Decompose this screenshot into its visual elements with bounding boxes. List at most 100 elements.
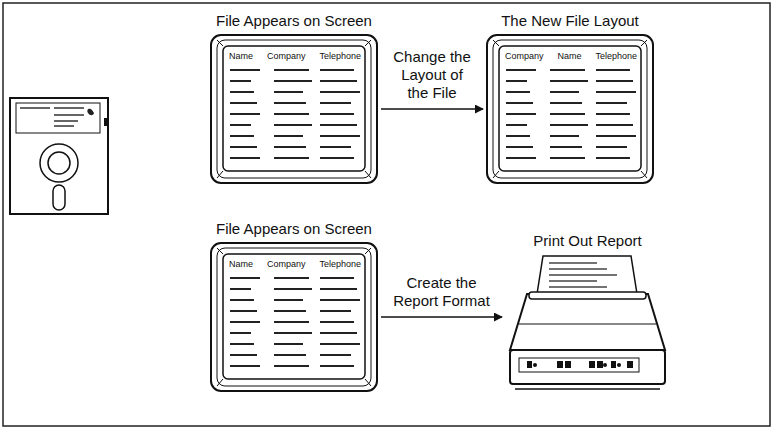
column-header: Telephone <box>319 259 361 270</box>
data-row-line <box>230 157 260 159</box>
data-row-line <box>596 113 630 115</box>
column-header: Name <box>229 51 253 62</box>
data-row-line <box>230 332 251 334</box>
bevel-corner <box>217 379 223 386</box>
shape-drawing <box>8 96 112 218</box>
data-row-line <box>274 321 309 323</box>
bevel-corner <box>217 40 223 46</box>
data-row-line <box>506 146 533 148</box>
bevel-corner <box>493 171 499 178</box>
edge-label: Create the Report Format <box>391 274 493 310</box>
panel-button <box>527 361 532 368</box>
data-row-line <box>320 102 351 104</box>
printer-top <box>510 294 665 350</box>
flow-arrow <box>381 316 502 318</box>
heading-row: The New File Layout <box>486 12 654 34</box>
bevel-corner <box>365 40 371 46</box>
data-row-line <box>320 113 354 115</box>
data-row-line <box>230 277 260 279</box>
data-row-line <box>320 124 357 126</box>
printer-platen <box>529 292 646 299</box>
heading-row: File Appears on Screen <box>210 220 378 242</box>
column-header: Telephone <box>319 51 361 62</box>
panel-light <box>603 363 607 367</box>
data-row-line <box>274 299 303 301</box>
data-row-line <box>550 69 585 71</box>
data-row-line <box>230 135 254 137</box>
heading-row: File Appears on Screen <box>210 12 378 34</box>
data-row-line <box>230 299 254 301</box>
printer-seam <box>519 324 656 325</box>
node-heading: File Appears on Screen <box>216 12 372 30</box>
data-row-line <box>506 157 536 159</box>
column-header: Telephone <box>595 51 637 62</box>
bevel-corner <box>365 379 371 386</box>
node-heading: Print Out Report <box>533 232 641 250</box>
data-row-line <box>596 124 633 126</box>
data-row-line <box>274 80 312 82</box>
node-heading: File Appears on Screen <box>216 220 372 238</box>
monitor-screen-node: The New File LayoutCompanyNameTelephone <box>486 12 654 184</box>
data-row-line <box>230 354 257 356</box>
data-row-line <box>550 157 585 159</box>
disk-hole <box>48 152 70 174</box>
data-row-line <box>320 354 351 356</box>
data-row-line <box>274 146 306 148</box>
shape-area: NameCompanyTelephone <box>210 242 378 392</box>
panel-button <box>557 361 563 368</box>
data-row-line <box>274 91 303 93</box>
monitor-bevel <box>493 40 647 178</box>
data-row-line <box>320 299 360 301</box>
bevel-corner <box>365 171 371 178</box>
data-row-line <box>320 365 354 367</box>
shape-area: CompanyNameTelephone <box>486 34 654 184</box>
data-row-line <box>596 157 630 159</box>
data-row-line <box>320 343 360 345</box>
disk-label <box>16 103 100 133</box>
data-row-line <box>320 321 354 323</box>
panel-light <box>533 363 537 367</box>
monitor-screen <box>223 254 365 379</box>
data-row-line <box>596 135 636 137</box>
bevel-corner <box>217 248 223 254</box>
disk-slot <box>53 185 65 210</box>
label-scribble <box>20 107 50 109</box>
column-header: Company <box>505 51 544 62</box>
monitor-screen <box>223 46 365 171</box>
flow-arrow <box>381 108 483 110</box>
monitor-bezel <box>211 35 377 183</box>
column-header: Company <box>267 51 306 62</box>
data-row-line <box>274 69 309 71</box>
monitor-bezel <box>211 243 377 391</box>
data-row-line <box>230 343 254 345</box>
disk-body <box>10 98 108 214</box>
data-row-line <box>274 332 312 334</box>
monitor-bezel <box>487 35 653 183</box>
data-row-line <box>230 102 257 104</box>
data-row-line <box>596 80 633 82</box>
data-row-line <box>230 80 251 82</box>
outer-frame <box>3 3 770 426</box>
data-row-line <box>230 113 260 115</box>
bevel-corner <box>217 171 223 178</box>
bevel-corner <box>365 248 371 254</box>
data-row-line <box>506 91 530 93</box>
data-row-line <box>230 321 260 323</box>
data-row-line <box>274 102 306 104</box>
column-header-row: NameCompanyTelephone <box>229 259 361 270</box>
data-row-line <box>320 91 360 93</box>
shape-area: Name Company Telephone <box>210 34 378 184</box>
data-row-line <box>230 310 257 312</box>
data-row-line <box>320 277 354 279</box>
data-row-line <box>320 157 354 159</box>
monitor-bevel <box>217 40 371 178</box>
paper-print-line <box>549 268 607 270</box>
data-row-line <box>274 354 306 356</box>
data-row-line <box>506 124 527 126</box>
data-row-line <box>550 80 588 82</box>
panel-button <box>611 361 616 368</box>
label-scribble <box>54 120 78 122</box>
data-row-line <box>274 157 309 159</box>
data-row-line <box>550 146 582 148</box>
